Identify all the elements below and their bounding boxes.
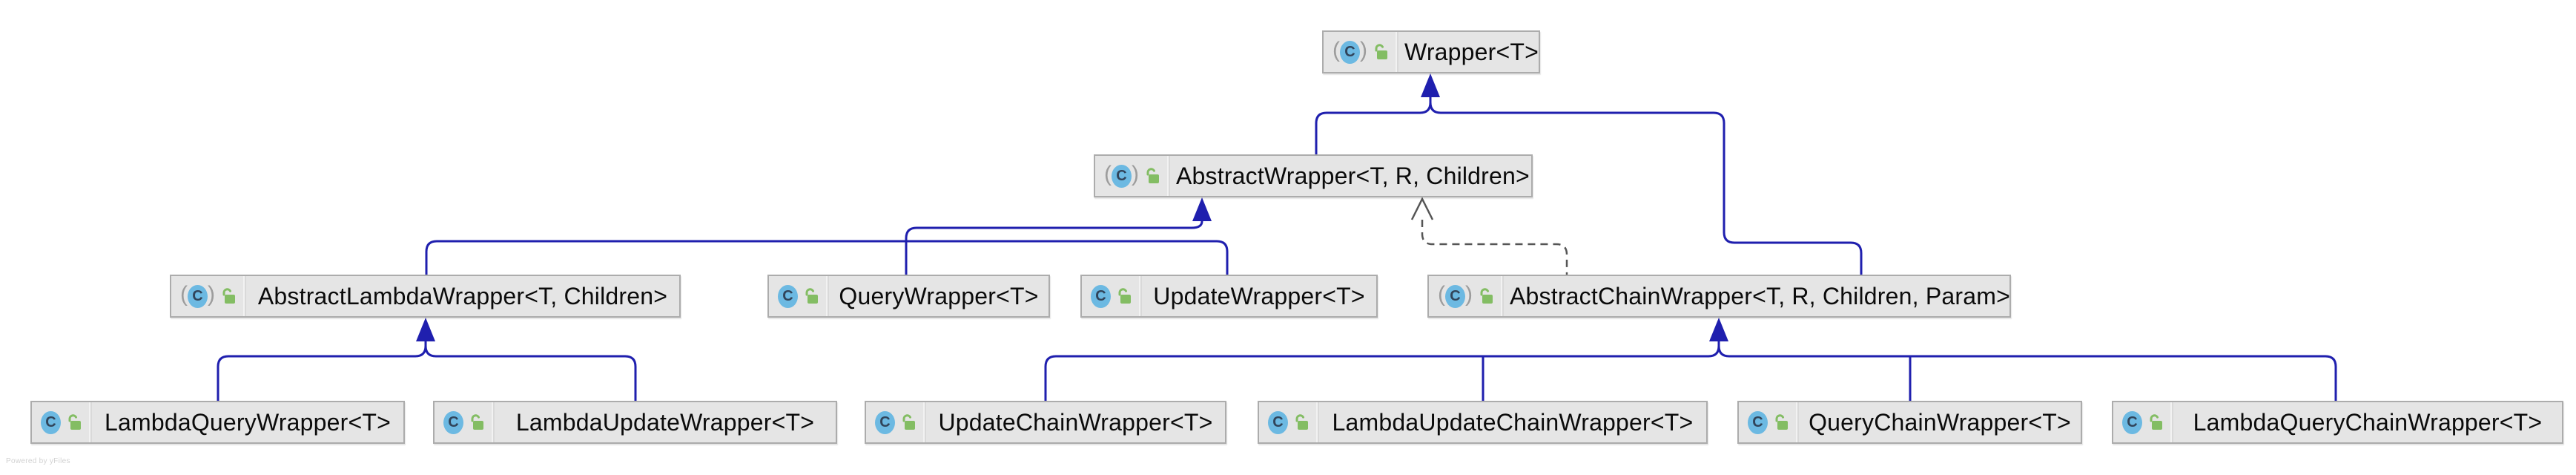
class-icon: (C) [2122,410,2142,434]
node-icon-zone: (C) [1429,276,1504,316]
abstract-class-icon: (C) [1104,162,1139,188]
node-icon-zone: (C) [1095,156,1170,196]
class-icon: (C) [875,410,895,434]
node-icon-zone: (C) [171,276,246,316]
class-name-label: LambdaUpdateChainWrapper<T> [1332,408,1694,436]
class-icon: (C) [443,410,463,434]
node-icon-zone: (C) [866,402,926,442]
class-icon: (C) [1748,410,1768,434]
class-node-lambda-update-wrapper[interactable]: (C) LambdaUpdateWrapper<T> [433,401,837,444]
edge-lambda-query-wrapper-to-abstract-lambda-wrapper [217,341,427,401]
edge-abstract-chain-wrapper-depends-abstract-wrapper [1421,220,1568,275]
open-padlock-icon [220,286,237,306]
class-icon: (C) [41,410,61,434]
open-padlock-icon [803,286,820,306]
class-node-lambda-query-chain-wrapper[interactable]: (C) LambdaQueryChainWrapper<T> [2112,401,2563,444]
abstract-class-icon: (C) [1438,282,1473,308]
class-node-query-chain-wrapper[interactable]: (C) QueryChainWrapper<T> [1737,401,2082,444]
open-padlock-icon [2147,413,2164,432]
node-icon-zone: (C) [435,402,495,442]
edge-abstract-wrapper-to-wrapper [1315,97,1432,154]
inheritance-arrowheads [416,73,1728,341]
open-padlock-icon [1373,42,1390,62]
edge-abstract-chain-wrapper-to-wrapper [1429,97,1863,275]
edge-query-wrapper-to-abstract-wrapper [905,220,1203,275]
edge-lambda-update-bus-to-abstract-wrapper [425,240,1229,275]
open-padlock-icon [1116,286,1133,306]
arrowhead-into-abstract-chain-wrapper [1709,318,1728,341]
edge-update-chain-wrapper-to-abstract-chain-wrapper [1044,341,1720,401]
class-name-label: QueryChainWrapper<T> [1809,408,2071,436]
class-name-label: AbstractWrapper<T, R, Children> [1176,162,1530,189]
open-padlock-icon [1144,166,1161,186]
class-name-label: LambdaUpdateWrapper<T> [515,408,815,436]
class-node-update-wrapper[interactable]: (C) UpdateWrapper<T> [1080,275,1378,318]
arrowhead-into-wrapper [1421,73,1440,97]
class-node-abstract-lambda-wrapper[interactable]: (C) AbstractLambdaWrapper<T, Children> [170,275,681,318]
open-padlock-icon [1293,413,1310,432]
class-name-label: QueryWrapper<T> [839,282,1039,309]
open-padlock-icon [1478,286,1495,306]
class-node-update-chain-wrapper[interactable]: (C) UpdateChainWrapper<T> [865,401,1226,444]
open-arrowhead-into-abstract-wrapper [1410,197,1434,220]
class-node-lambda-update-chain-wrapper[interactable]: (C) LambdaUpdateChainWrapper<T> [1258,401,1708,444]
open-padlock-icon [469,413,486,432]
dependency-edges [1410,197,1568,275]
node-icon-zone: (C) [1324,32,1398,72]
node-icon-zone: (C) [2113,402,2173,442]
node-icon-zone: (C) [1082,276,1142,316]
node-icon-zone: (C) [769,276,829,316]
abstract-class-icon: (C) [180,282,215,308]
class-icon: (C) [1268,410,1288,434]
class-icon: (C) [1091,284,1111,308]
class-icon: (C) [778,284,798,308]
class-node-abstract-chain-wrapper[interactable]: (C) AbstractChainWrapper<T, R, Children, … [1427,275,2011,318]
node-icon-zone: (C) [1259,402,1319,442]
node-icon-zone: (C) [1739,402,1799,442]
arrowhead-into-abstract-wrapper [1192,197,1212,221]
class-node-lambda-query-wrapper[interactable]: (C) LambdaQueryWrapper<T> [30,401,405,444]
class-node-query-wrapper[interactable]: (C) QueryWrapper<T> [767,275,1050,318]
node-icon-zone: (C) [32,402,92,442]
class-name-label: Wrapper<T> [1404,38,1539,65]
inheritance-edges [217,97,2337,401]
edge-lambda-query-chain-wrapper-to-abstract-chain-wrapper [1717,341,2337,401]
class-name-label: LambdaQueryWrapper<T> [104,408,392,436]
class-name-label: AbstractLambdaWrapper<T, Children> [257,282,668,309]
open-padlock-icon [66,413,83,432]
yfiles-credit: Powered by yFiles [6,457,70,465]
arrowhead-into-abstract-lambda-wrapper [416,318,435,341]
class-node-abstract-wrapper[interactable]: (C) AbstractWrapper<T, R, Children> [1094,154,1533,197]
class-name-label: UpdateWrapper<T> [1153,282,1365,309]
class-node-wrapper[interactable]: (C) Wrapper<T> [1322,30,1540,73]
class-name-label: LambdaQueryChainWrapper<T> [2193,408,2543,436]
open-padlock-icon [900,413,917,432]
abstract-class-icon: (C) [1332,38,1367,64]
edge-lambda-update-wrapper-to-abstract-lambda-wrapper [424,341,637,401]
class-name-label: AbstractChainWrapper<T, R, Children, Par… [1510,282,2009,309]
open-padlock-icon [1773,413,1790,432]
class-name-label: UpdateChainWrapper<T> [938,408,1213,436]
